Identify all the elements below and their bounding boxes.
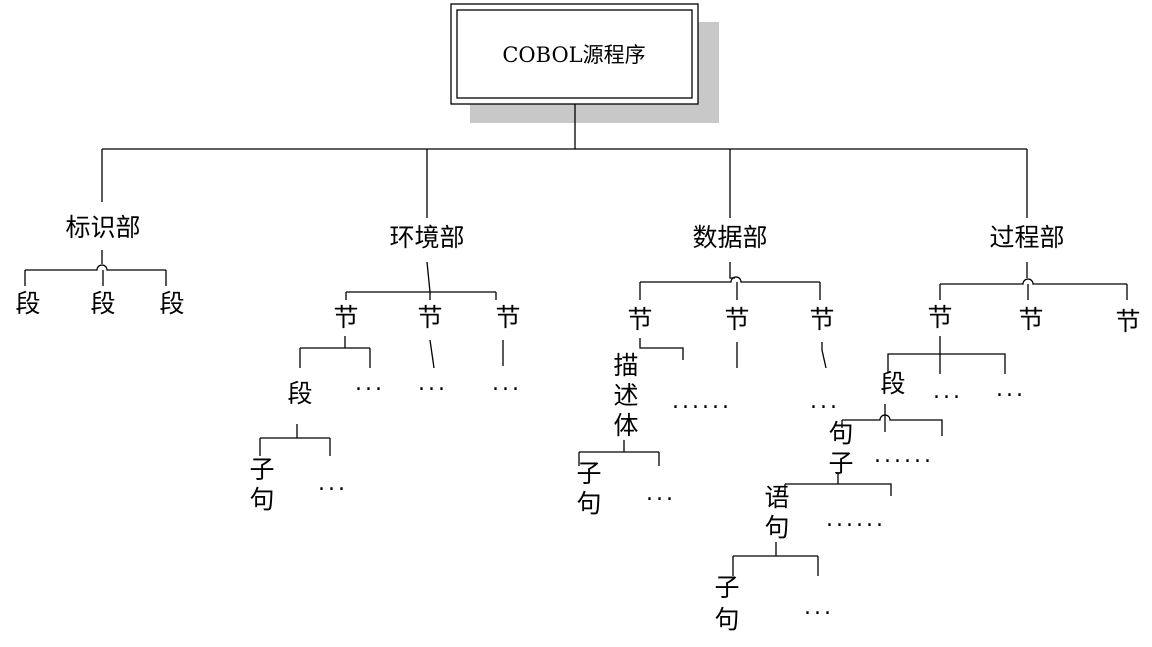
procedure-section-drops	[939, 284, 1128, 300]
procedure-clause-char-1: 子	[714, 573, 739, 602]
data-section-branch	[640, 276, 820, 283]
environment-division: 环境部 节 节 节 段 ... ... ... 子 句 ...	[249, 223, 522, 514]
data-section-2: 节	[724, 305, 749, 334]
procedure-section-3: 节	[1115, 307, 1140, 336]
data-ellipsis-3: ...	[646, 481, 676, 506]
identification-label: 标识部	[65, 213, 140, 242]
procedure-statement-char-1: 语	[764, 483, 789, 512]
environment-clause-branch	[259, 424, 331, 456]
data-entry-char-3: 体	[613, 411, 638, 440]
procedure-ellipsis-4: ......	[826, 507, 886, 532]
environment-stem	[426, 261, 431, 293]
environment-ellipsis-3: ...	[492, 371, 522, 396]
identification-division: 标识部 段 段 段	[15, 213, 184, 318]
procedure-ellipsis-1: ...	[933, 379, 963, 404]
procedure-ellipsis-5: ...	[804, 595, 834, 620]
procedure-ellipsis-3: ......	[874, 443, 934, 468]
environment-sub-drops	[429, 339, 504, 369]
data-entry-branch	[639, 338, 684, 360]
procedure-section-branch	[940, 278, 1127, 285]
environment-paragraph: 段	[287, 379, 312, 408]
environment-ellipsis-4: ...	[318, 471, 348, 496]
procedure-sentence-char-1: 句	[828, 419, 853, 448]
identification-paragraph-3: 段	[159, 289, 184, 318]
root-label: COBOL源程序	[502, 43, 645, 67]
procedure-statement-branch	[784, 474, 892, 496]
main-connectors	[101, 104, 1028, 218]
data-entry-char-1: 描	[613, 351, 638, 380]
root-box-inner	[456, 9, 693, 99]
data-clause-char-2: 句	[576, 489, 601, 518]
data-ellipsis-2: ...	[810, 389, 840, 414]
environment-paragraph-branch	[299, 336, 371, 368]
data-label: 数据部	[692, 223, 767, 252]
root-box-outer	[450, 3, 699, 105]
procedure-section-1: 节	[927, 303, 952, 332]
procedure-sentence-char-2: 子	[828, 449, 853, 478]
procedure-paragraph-branch	[887, 336, 1006, 374]
identification-paragraph-2: 段	[90, 289, 115, 318]
environment-section-drops	[345, 292, 497, 300]
data-section-drops	[639, 282, 821, 300]
data-stem	[729, 262, 735, 279]
data-sub-drops	[736, 342, 827, 369]
procedure-statement-char-2: 句	[764, 513, 789, 542]
identification-paragraph-1: 段	[15, 289, 40, 318]
data-clause-char-1: 子	[576, 459, 601, 488]
root-node: COBOL源程序	[450, 3, 719, 123]
procedure-paragraph: 段	[880, 369, 905, 398]
data-clause-branch	[578, 440, 660, 466]
identification-branch	[25, 264, 166, 271]
procedure-sentence-branch	[841, 404, 943, 436]
environment-ellipsis-1: ...	[355, 371, 385, 396]
procedure-clause-char-2: 句	[714, 605, 739, 634]
data-section-3: 节	[809, 305, 834, 334]
procedure-label: 过程部	[989, 223, 1064, 252]
procedure-ellipsis-2: ...	[996, 377, 1026, 402]
data-ellipsis-1: ......	[672, 389, 732, 414]
environment-label: 环境部	[389, 223, 464, 252]
environment-clause-char-2: 句	[249, 485, 274, 514]
data-entry-char-2: 述	[613, 381, 638, 410]
procedure-section-2: 节	[1018, 305, 1043, 334]
environment-section-3: 节	[495, 303, 520, 332]
identification-drops	[24, 270, 167, 286]
environment-section-2: 节	[417, 303, 442, 332]
procedure-clause-branch	[732, 542, 819, 576]
environment-section-1: 节	[333, 303, 358, 332]
data-section-1: 节	[627, 305, 652, 334]
procedure-division: 过程部 节 节 节 段 ... ... 句 子 ...... 语 句 .....…	[714, 223, 1140, 634]
environment-ellipsis-2: ...	[418, 371, 448, 396]
environment-clause-char-1: 子	[249, 455, 274, 484]
data-division: 数据部 节 节 节 描 述 体 ...... ... 子 句 ...	[576, 223, 840, 518]
